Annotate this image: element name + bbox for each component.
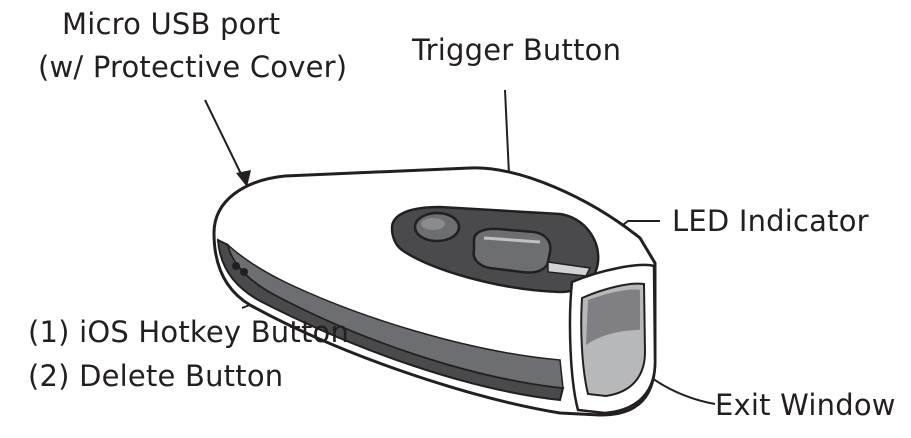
side-band-upper [226, 242, 564, 389]
lanyard-hole-2 [240, 268, 248, 276]
label-ios-hotkey-button: (1) iOS Hotkey Button [28, 315, 350, 349]
trigger-button-shape [472, 227, 552, 274]
label-delete-button: (2) Delete Button [28, 359, 284, 393]
lanyard-hole-1 [232, 262, 240, 270]
label-led-indicator: LED Indicator [672, 204, 869, 238]
label-trigger-button: Trigger Button [412, 33, 622, 67]
hotkey-button-highlight [421, 218, 445, 230]
trigger-button-top [483, 236, 541, 244]
label-exit-window: Exit Window [715, 388, 896, 422]
exit-window-shade [586, 289, 640, 345]
label-micro-usb-line2: (w/ Protective Cover) [38, 50, 348, 84]
leader-micro-usb [204, 99, 244, 179]
scanner-body [212, 166, 657, 417]
arrowhead-micro-usb [236, 170, 251, 187]
label-micro-usb-line1: Micro USB port [62, 7, 281, 41]
